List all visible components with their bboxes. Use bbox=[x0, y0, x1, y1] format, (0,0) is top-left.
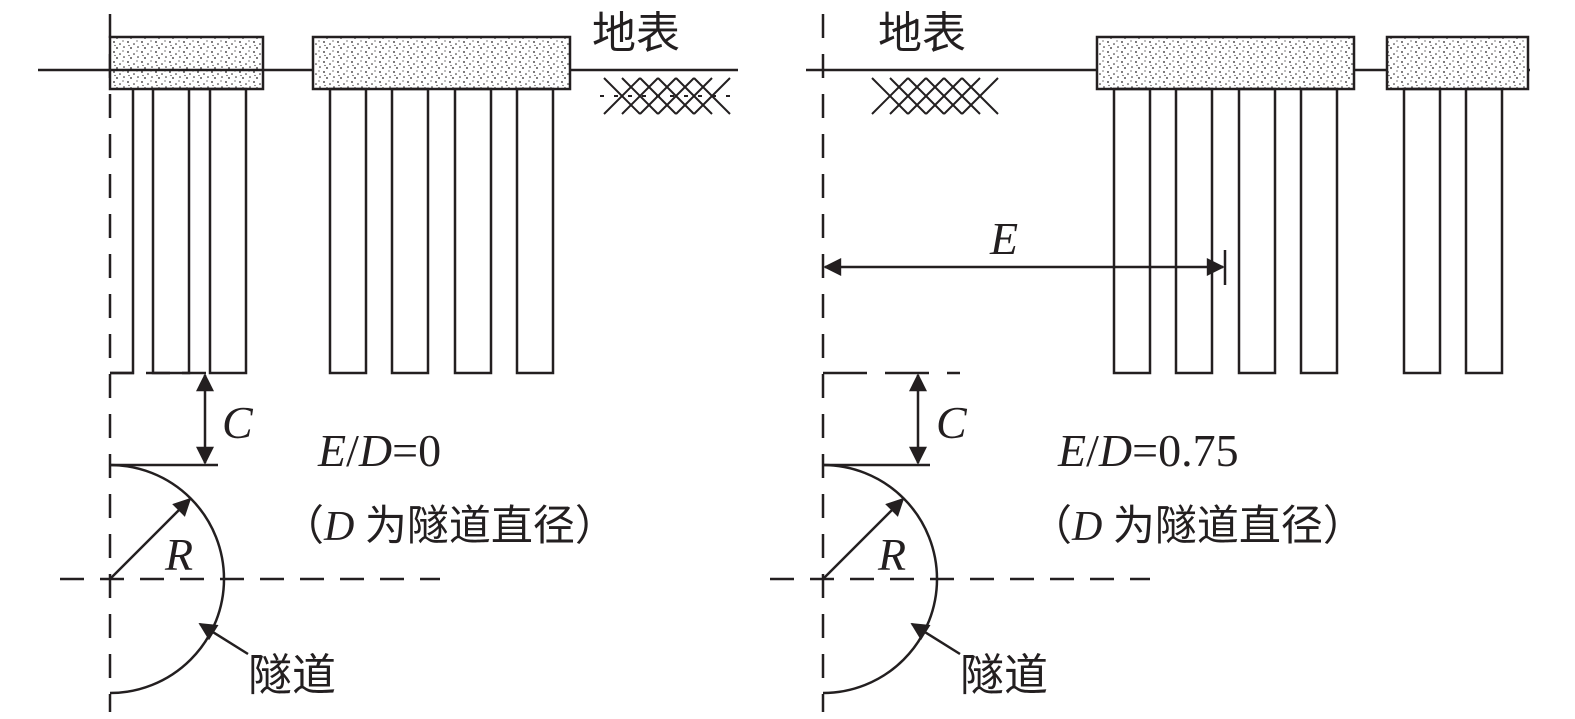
left-pile-cap-2 bbox=[311, 35, 572, 91]
right-note-text: 为隧道直径） bbox=[1102, 504, 1365, 550]
right-tunnel-arc bbox=[822, 463, 939, 695]
right-pile bbox=[1174, 87, 1214, 375]
right-pile bbox=[1464, 87, 1504, 375]
right-pile bbox=[1112, 87, 1152, 375]
left-pile-cap-1 bbox=[108, 35, 265, 91]
right-radius-arrow bbox=[822, 497, 905, 580]
left-ratio-label: E/D=0 bbox=[318, 428, 441, 474]
right-panel bbox=[770, 14, 1530, 712]
right-pile-group-2 bbox=[1402, 87, 1504, 375]
right-ratio-slash: / bbox=[1086, 425, 1099, 476]
left-radius-label: R bbox=[165, 529, 194, 580]
left-ratio-slash: / bbox=[346, 425, 359, 476]
right-tunnel-leader bbox=[910, 622, 961, 656]
right-note-open: （ bbox=[1030, 504, 1073, 550]
left-ratio-e: E bbox=[318, 425, 347, 476]
right-offset-label: E bbox=[990, 213, 1019, 264]
left-panel bbox=[38, 14, 738, 712]
left-pile bbox=[390, 87, 430, 375]
left-tunnel-label: 隧道 bbox=[248, 650, 336, 701]
left-note-open: （ bbox=[282, 504, 325, 550]
right-radius-label: R bbox=[878, 529, 907, 580]
left-radius-arrow bbox=[109, 497, 192, 580]
right-pile bbox=[1237, 87, 1277, 375]
right-tunnel-label: 隧道 bbox=[960, 650, 1048, 701]
left-pile-group-1 bbox=[110, 87, 248, 375]
left-ratio-value: =0 bbox=[392, 425, 442, 476]
right-diameter-note: （D 为隧道直径） bbox=[1030, 506, 1365, 548]
right-soil-hatch bbox=[871, 77, 999, 115]
left-note-text: 为隧道直径） bbox=[354, 504, 617, 550]
right-ratio-d: D bbox=[1098, 425, 1133, 476]
left-soil-hatch bbox=[600, 77, 738, 115]
right-ratio-e: E bbox=[1058, 425, 1087, 476]
left-pile bbox=[328, 87, 368, 375]
right-pile-group-1 bbox=[1112, 87, 1339, 375]
right-surface-label: 地表 bbox=[878, 8, 966, 59]
left-pile bbox=[151, 87, 191, 375]
right-pile-cap-1 bbox=[1095, 35, 1356, 91]
left-clearance-label: C bbox=[222, 397, 253, 448]
left-note-d: D bbox=[324, 504, 355, 550]
right-note-d: D bbox=[1072, 504, 1103, 550]
left-tunnel-leader bbox=[198, 622, 249, 656]
right-pile bbox=[1402, 87, 1442, 375]
right-clearance-label: C bbox=[936, 397, 967, 448]
left-pile bbox=[453, 87, 493, 375]
right-pile-cap-2 bbox=[1385, 35, 1530, 91]
left-pile bbox=[515, 87, 555, 375]
left-surface-label: 地表 bbox=[592, 8, 680, 59]
left-ratio-d: D bbox=[358, 425, 393, 476]
left-tunnel-arc bbox=[109, 463, 226, 695]
right-ratio-value: =0.75 bbox=[1132, 425, 1239, 476]
right-ratio-label: E/D=0.75 bbox=[1058, 428, 1239, 474]
left-pile bbox=[110, 89, 135, 375]
left-pile bbox=[208, 87, 248, 375]
left-pile-group-2 bbox=[328, 87, 555, 375]
left-diameter-note: （D 为隧道直径） bbox=[282, 506, 617, 548]
right-pile bbox=[1299, 87, 1339, 375]
